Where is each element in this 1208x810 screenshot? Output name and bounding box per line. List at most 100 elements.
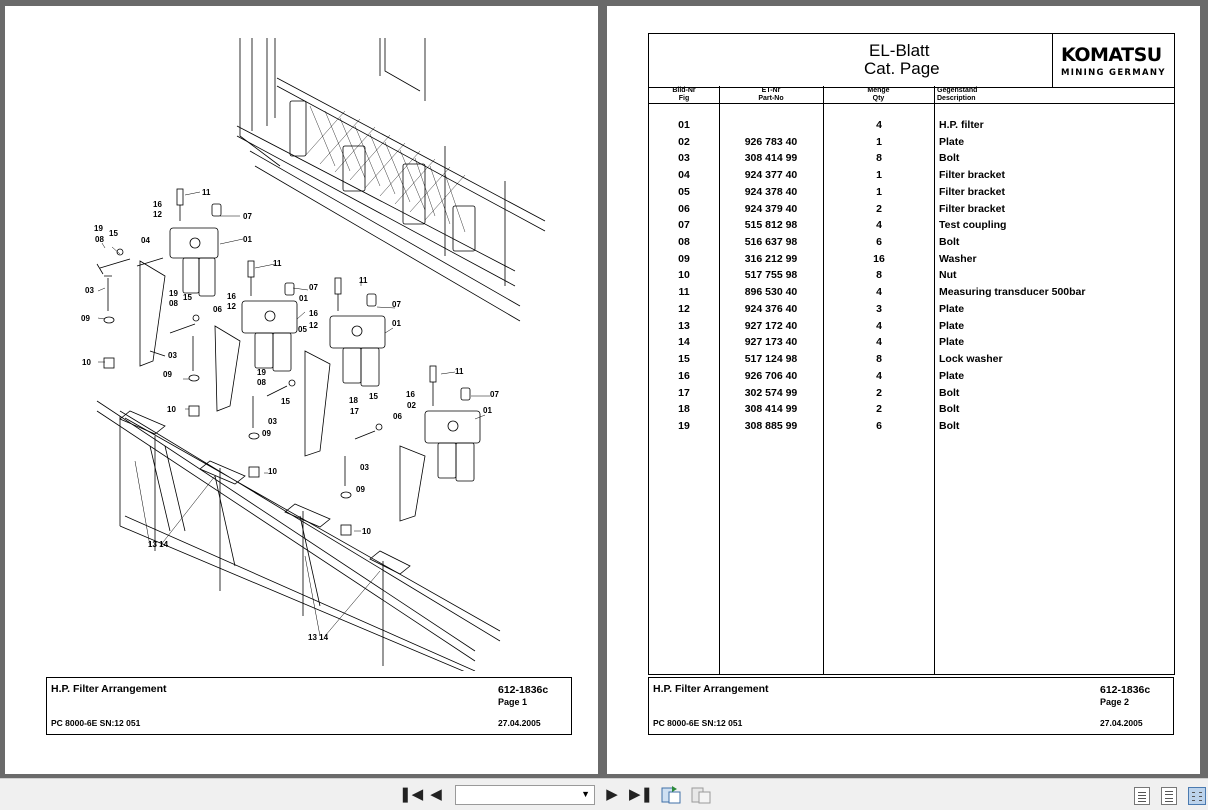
qty-cell: 6 bbox=[876, 419, 882, 432]
page-select[interactable]: ▼ bbox=[455, 785, 595, 805]
part-no-cell: 927 172 40 bbox=[744, 319, 798, 332]
column-header-desc: Gegenstand Description bbox=[937, 87, 977, 103]
callout-19: 19 bbox=[257, 368, 266, 377]
part-no-cell: 926 706 40 bbox=[744, 369, 798, 382]
fig-cell: 13 bbox=[678, 319, 690, 332]
qty-cell: 4 bbox=[876, 319, 882, 332]
column-header-part-en: Part-No bbox=[758, 95, 784, 102]
description-cell: Filter bracket bbox=[939, 169, 1005, 182]
callout-01: 01 bbox=[243, 235, 252, 244]
callout-17: 17 bbox=[350, 407, 359, 416]
callout-04: 04 bbox=[141, 236, 150, 245]
callout-15: 15 bbox=[281, 397, 290, 406]
description-cell: Plate bbox=[939, 302, 965, 315]
qty-cell: 3 bbox=[876, 302, 882, 315]
exploded-parts-drawing: 11 07 01 16 12 19 15 08 04 03 09 10 11 0… bbox=[81, 38, 546, 671]
page-1-footer: H.P. Filter Arrangement 612-1836c Page 1… bbox=[46, 677, 572, 735]
callout-02: 02 bbox=[407, 401, 416, 410]
footer-page-number: Page 2 bbox=[1100, 697, 1130, 707]
first-page-icon[interactable]: ❚◀ bbox=[399, 786, 424, 803]
part-no-cell: 924 376 40 bbox=[744, 302, 798, 315]
last-page-icon[interactable]: ▶❚ bbox=[629, 786, 654, 803]
footer-drawing-code: 612-1836c bbox=[1100, 684, 1151, 696]
logo-subtitle: MINING GERMANY bbox=[1061, 68, 1166, 78]
callout-11: 11 bbox=[455, 367, 464, 376]
part-callout-labels: 11 07 01 16 12 19 15 08 04 03 09 10 11 0… bbox=[81, 188, 499, 642]
qty-cell: 4 bbox=[876, 119, 882, 131]
fig-cell: 19 bbox=[678, 419, 690, 432]
komatsu-logo: KOMATSU MINING GERMANY bbox=[1052, 34, 1174, 87]
callout-07: 07 bbox=[243, 212, 252, 221]
fig-cell: 06 bbox=[678, 202, 690, 215]
column-header-part-de: ET-Nr bbox=[761, 87, 781, 94]
part-no-cell: 927 173 40 bbox=[744, 336, 798, 349]
callout-03: 03 bbox=[85, 286, 94, 295]
callout-09: 09 bbox=[356, 485, 365, 494]
part-no-cell: 302 574 99 bbox=[744, 386, 798, 399]
description-cell: Filter bracket bbox=[939, 202, 1005, 215]
column-header-part: ET-Nr Part-No bbox=[719, 87, 823, 103]
qty-cell: 4 bbox=[876, 369, 882, 382]
two-page-view-icon[interactable] bbox=[1188, 787, 1206, 805]
continuous-view-icon[interactable] bbox=[1161, 787, 1177, 805]
header-title-en: Cat. Page bbox=[864, 59, 940, 78]
description-cell: Bolt bbox=[939, 419, 960, 432]
callout-18: 18 bbox=[349, 396, 358, 405]
callout-03: 03 bbox=[360, 463, 369, 472]
column-header-desc-en: Description bbox=[937, 95, 976, 102]
single-page-view-icon[interactable] bbox=[1134, 787, 1150, 805]
fig-cell: 18 bbox=[678, 403, 690, 416]
callout-03: 03 bbox=[168, 351, 177, 360]
description-cell: Measuring transducer 500bar bbox=[939, 286, 1086, 299]
chevron-down-icon: ▼ bbox=[581, 789, 590, 799]
bookmark-icon[interactable] bbox=[690, 785, 712, 805]
callout-16: 16 bbox=[406, 390, 415, 399]
column-header-fig-de: Bild-Nr bbox=[672, 87, 696, 94]
viewer-toolbar: ❚◀ ◀ ▼ ▶ ▶❚ bbox=[0, 778, 1208, 810]
callout-01: 01 bbox=[299, 294, 308, 303]
qty-cell: 4 bbox=[876, 286, 882, 299]
callout-07: 07 bbox=[392, 300, 401, 309]
description-cell: Plate bbox=[939, 135, 965, 148]
footer-page-number: Page 1 bbox=[498, 697, 528, 707]
part-no-cell: 308 414 99 bbox=[744, 152, 798, 165]
fig-cell: 17 bbox=[678, 386, 690, 399]
description-cell: Bolt bbox=[939, 152, 960, 165]
fig-cell: 15 bbox=[678, 353, 690, 366]
fig-cell: 12 bbox=[678, 302, 690, 315]
previous-page-icon[interactable]: ◀ bbox=[430, 786, 442, 803]
description-cell: Bolt bbox=[939, 236, 960, 249]
description-cell: Plate bbox=[939, 319, 965, 332]
document-viewer[interactable]: 11 07 01 16 12 19 15 08 04 03 09 10 11 0… bbox=[0, 0, 1208, 778]
callout-06: 06 bbox=[213, 305, 222, 314]
fig-cell: 04 bbox=[678, 169, 690, 182]
qty-cell: 8 bbox=[876, 269, 882, 282]
page-1-drawing: 11 07 01 16 12 19 15 08 04 03 09 10 11 0… bbox=[5, 6, 598, 774]
callout-16: 16 bbox=[309, 309, 318, 318]
qty-cell: 8 bbox=[876, 353, 882, 366]
callout-16: 16 bbox=[227, 292, 236, 301]
next-page-icon[interactable]: ▶ bbox=[606, 786, 618, 803]
part-no-cell: 926 783 40 bbox=[744, 135, 798, 148]
fig-cell: 03 bbox=[678, 152, 690, 165]
column-header-qty-de: Menge bbox=[867, 87, 890, 94]
column-header-qty-en: Qty bbox=[872, 95, 885, 102]
column-divider bbox=[719, 86, 720, 674]
callout-15: 15 bbox=[183, 293, 192, 302]
qty-cell: 4 bbox=[876, 336, 882, 349]
callout-11: 11 bbox=[273, 259, 282, 268]
part-no-cell: 924 378 40 bbox=[744, 185, 798, 198]
thumbnails-icon[interactable] bbox=[660, 785, 682, 805]
callout-05: 05 bbox=[298, 325, 307, 334]
callout-07: 07 bbox=[309, 283, 318, 292]
footer-date: 27.04.2005 bbox=[498, 718, 541, 728]
part-no-cell: 515 812 98 bbox=[744, 219, 798, 232]
